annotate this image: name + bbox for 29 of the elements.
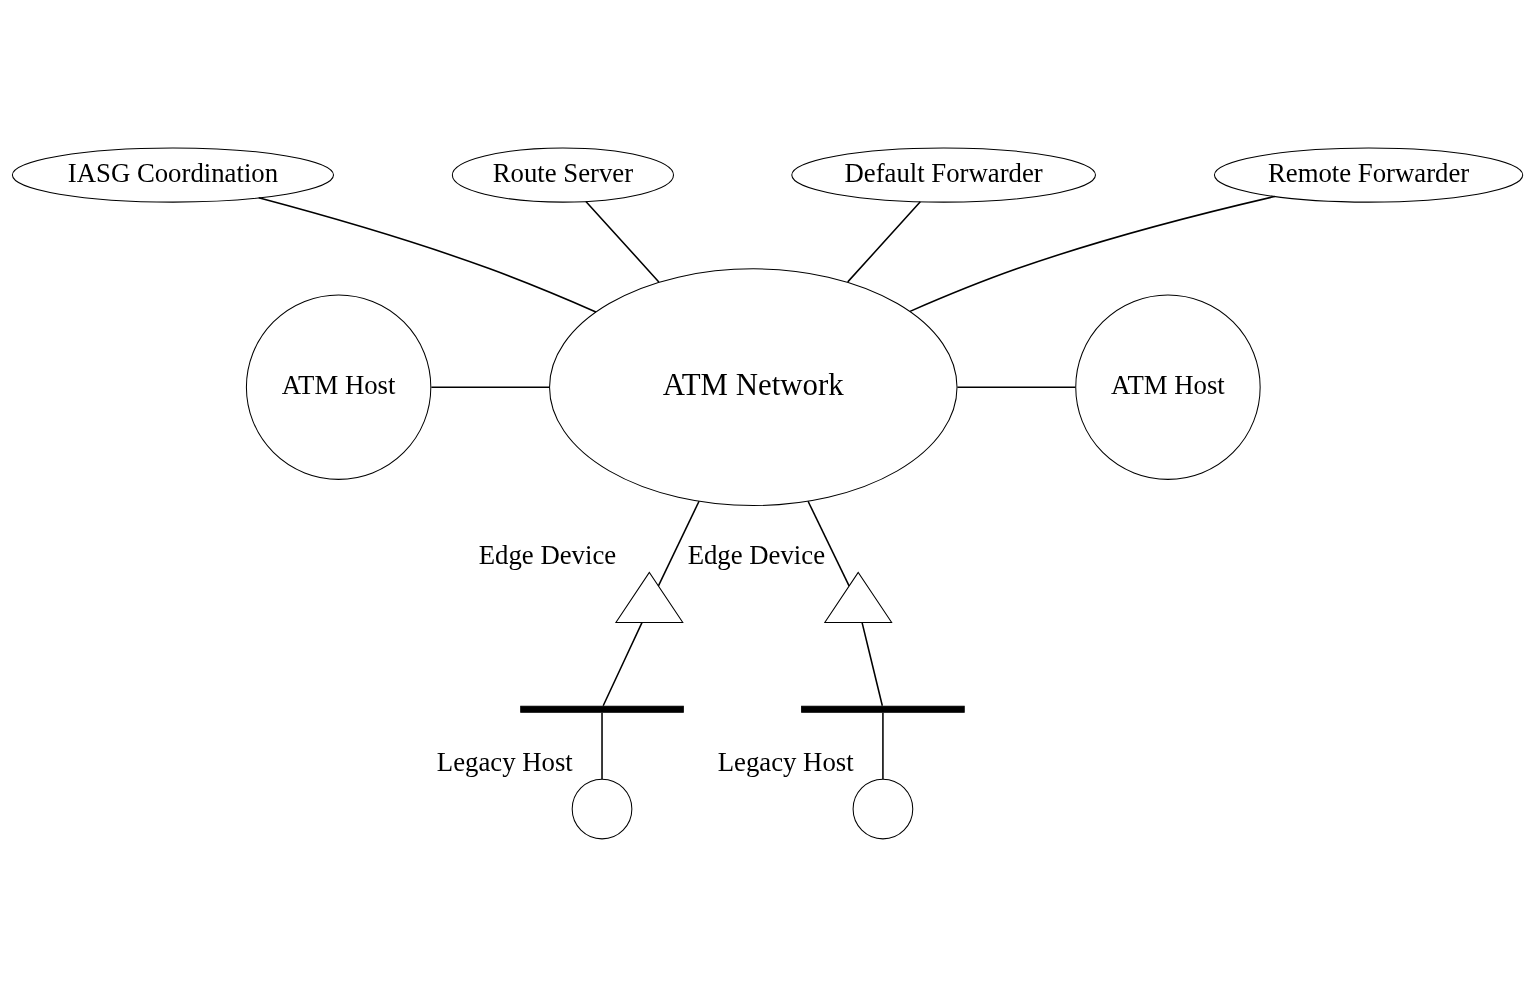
node-ellipse: Default Forwarder (791, 147, 1096, 203)
connector (846, 201, 922, 283)
node-label: Legacy Host (436, 746, 573, 777)
connector (909, 195, 1276, 313)
connector (602, 621, 643, 707)
node-label: Edge Device (478, 539, 617, 570)
node-bar (801, 705, 965, 713)
connector (861, 621, 884, 707)
node-ellipse: IASG Coordination (11, 147, 335, 203)
node-ellipse: Remote Forwarder (1213, 147, 1524, 203)
node-bar (520, 705, 684, 713)
node-circle: ATM Host (245, 294, 432, 480)
connector (257, 197, 597, 313)
connector (601, 711, 603, 780)
connector (807, 500, 850, 587)
node-ellipse: Route Server (451, 147, 674, 203)
node-label: Legacy Host (717, 746, 854, 777)
node-triangle (823, 571, 893, 624)
node-circle (852, 778, 914, 840)
node-triangle (614, 571, 684, 624)
connector (585, 200, 660, 283)
connector (956, 386, 1077, 388)
node-circle (571, 778, 633, 840)
node-label: Edge Device (687, 539, 826, 570)
connector (430, 386, 550, 388)
connector (657, 500, 700, 587)
node-circle: ATM Host (1075, 294, 1261, 480)
node-ellipse: ATM Network (549, 268, 958, 506)
connector (882, 711, 884, 780)
